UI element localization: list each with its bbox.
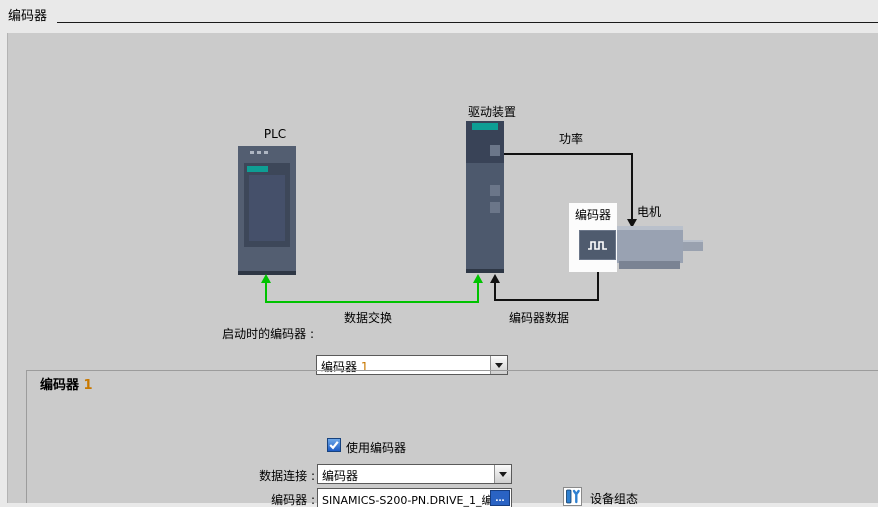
dropdown-button[interactable] [494, 465, 511, 483]
data-exchange-label: 数据交换 [344, 311, 393, 325]
plc-base [238, 271, 296, 275]
section-title-number: 1 [83, 378, 93, 393]
encoder-field-value: SINAMICS-S200-PN.DRIVE_1_编 [322, 494, 490, 507]
drive-device [466, 121, 504, 273]
data-exchange-line [265, 283, 267, 303]
data-connection-label: 数据连接 : [259, 469, 315, 483]
data-connection-select[interactable]: 编码器 [317, 464, 512, 484]
data-exchange-arrow-icon [473, 274, 483, 283]
chevron-down-icon [495, 362, 503, 368]
motor-shaft [683, 240, 703, 251]
data-exchange-line [265, 301, 479, 303]
encoder-panel: PLC 驱动装置 功率 电机 [7, 33, 878, 507]
page-title: 编码器 [8, 9, 48, 24]
drive-label: 驱动装置 [467, 105, 516, 119]
encoder-1-section: 编码器 1 使用编码器 数据连接 : 编码器 编码器 : SINAMICS-S2… [26, 370, 878, 507]
plc-display-screen [249, 175, 285, 241]
plc-label: PLC [263, 127, 287, 141]
plc-status-leds [250, 151, 268, 154]
power-line [631, 153, 633, 220]
encoder-label: 编码器 : [271, 493, 315, 507]
use-encoder-label: 使用编码器 [346, 441, 407, 455]
motor-device [616, 226, 683, 263]
data-connection-value: 编码器 [322, 469, 359, 483]
device-config-icon[interactable] [563, 487, 582, 506]
plc-display [244, 163, 290, 247]
startup-encoder-value-number: 1 [360, 360, 369, 374]
device-config-link[interactable]: 设备组态 [590, 492, 639, 506]
power-arrow-icon [627, 219, 637, 228]
motor-flange [619, 261, 680, 269]
encoder-data-line [494, 282, 496, 301]
startup-encoder-label: 启动时的编码器 : [222, 327, 314, 341]
pulse-wave-icon [588, 241, 607, 250]
chevron-down-icon [499, 471, 507, 477]
encoder-device-box: 编码器 [569, 203, 617, 272]
check-icon [329, 441, 339, 450]
encoder-field[interactable]: SINAMICS-S200-PN.DRIVE_1_编 ... [317, 488, 512, 507]
encoder-box-label: 编码器 [574, 208, 611, 222]
drive-port [490, 202, 500, 213]
power-line [504, 153, 633, 155]
use-encoder-checkbox[interactable] [327, 438, 341, 452]
drive-port [490, 145, 500, 156]
header-divider [57, 22, 878, 23]
section-title-text: 编码器 [40, 378, 80, 393]
drive-top-section [466, 121, 504, 163]
motor-label: 电机 [637, 205, 662, 219]
motor-highlight [616, 226, 683, 230]
encoder-device [579, 230, 616, 260]
encoder-data-label: 编码器数据 [509, 311, 570, 325]
encoder-1-section-title: 编码器 1 [40, 374, 93, 393]
drive-port [490, 185, 500, 196]
drive-base [466, 269, 504, 273]
plc-device [238, 146, 296, 275]
encoder-data-line [494, 299, 599, 301]
siemens-badge [247, 166, 268, 172]
encoder-data-line [597, 272, 599, 301]
device-config-glyph [566, 489, 580, 504]
siemens-badge [472, 123, 498, 130]
dropdown-button[interactable] [490, 356, 507, 374]
browse-button[interactable]: ... [490, 490, 510, 506]
data-exchange-arrow-icon [261, 274, 271, 283]
data-exchange-line [477, 283, 479, 303]
encoder-data-arrow-icon [490, 274, 500, 283]
power-label: 功率 [558, 132, 583, 146]
